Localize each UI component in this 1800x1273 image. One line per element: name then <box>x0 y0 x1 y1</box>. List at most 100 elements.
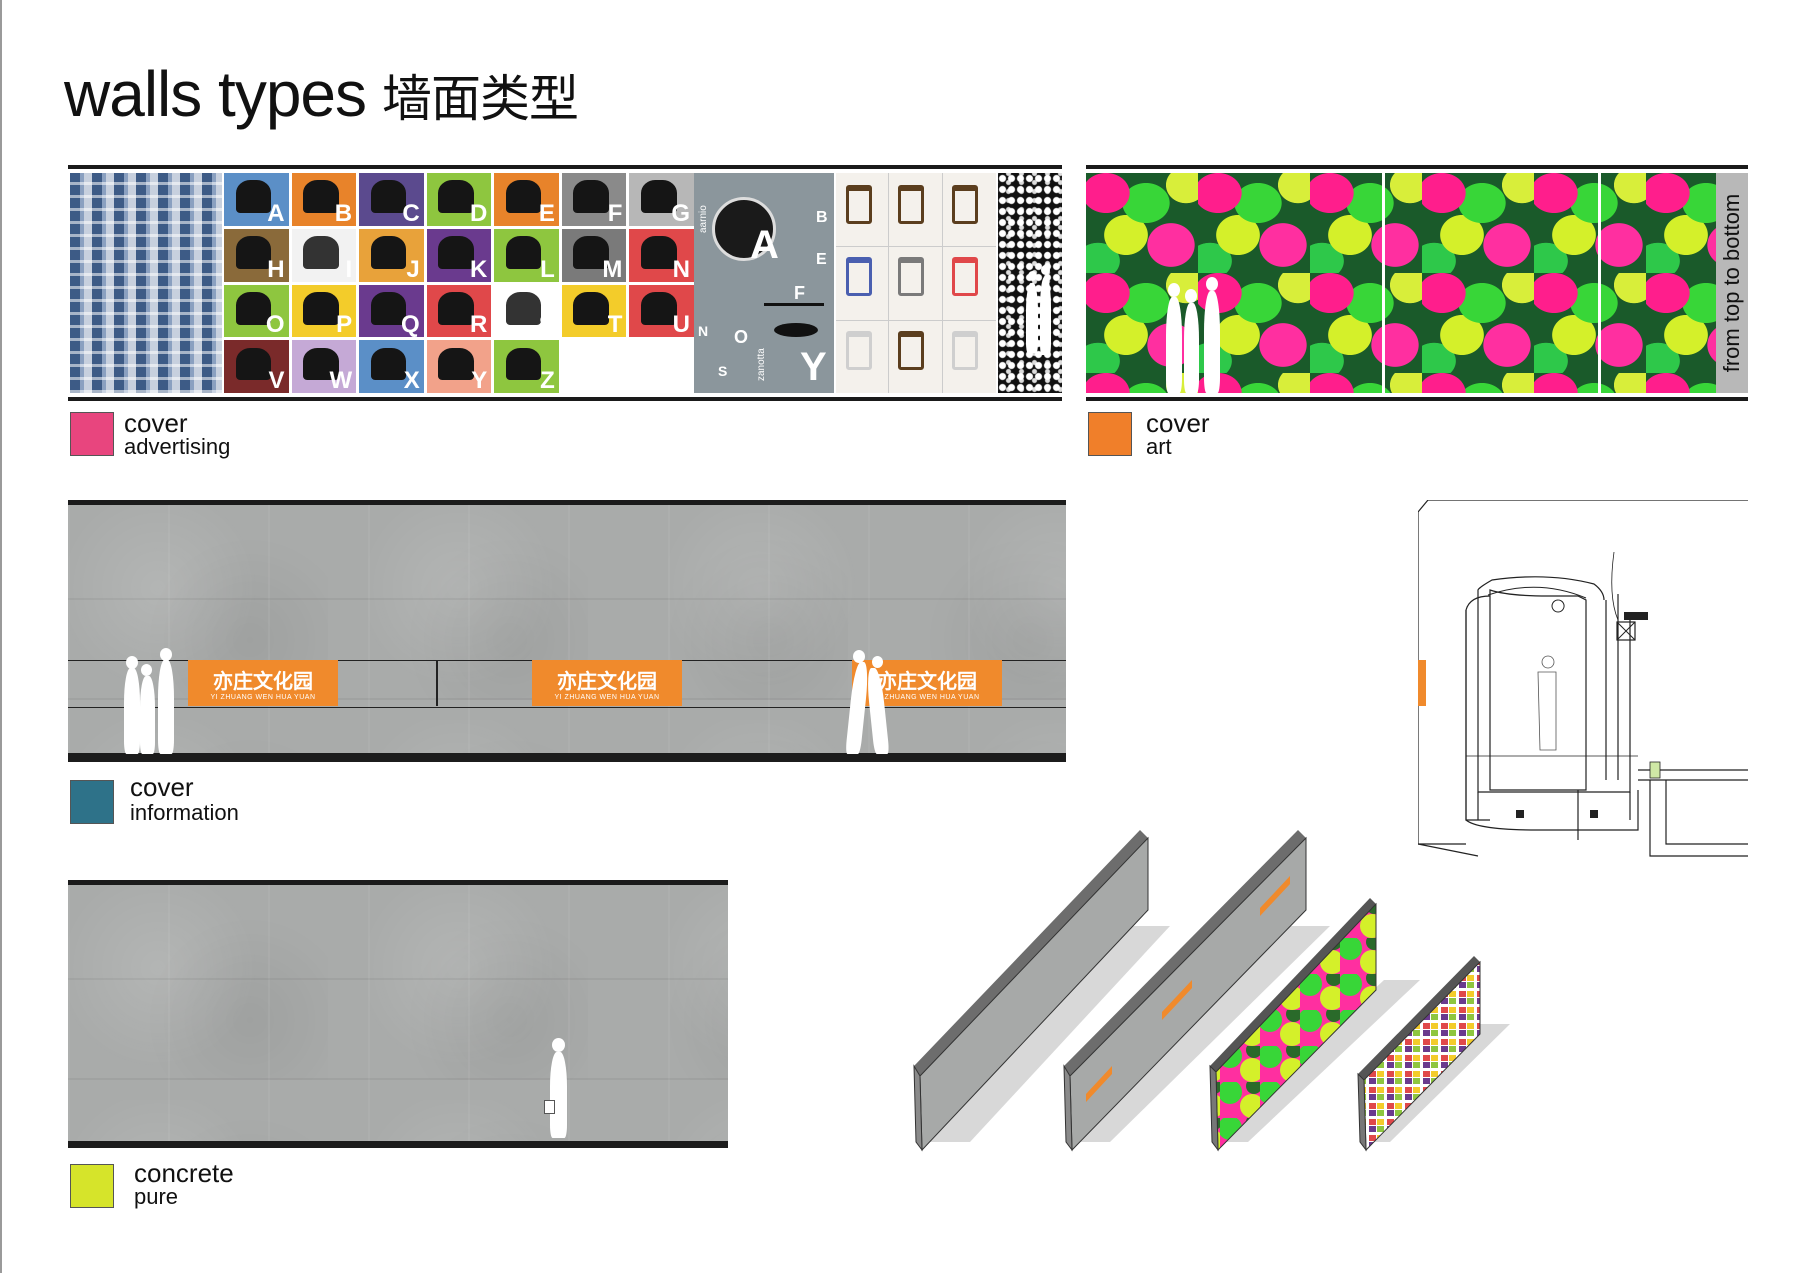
tile-letter: I <box>345 255 353 282</box>
person-silhouette <box>158 660 174 754</box>
legend-swatch-art <box>1088 412 1132 456</box>
tile-letter: H <box>267 255 285 282</box>
legend-main-advertising: cover <box>124 408 188 438</box>
sign-pinyin: YI ZHUANG WEN HUA YUAN <box>210 694 316 701</box>
panel-floor-edge <box>68 753 1066 762</box>
alphabet-tile: G <box>629 173 694 226</box>
legend-swatch-advertising <box>70 412 114 456</box>
catalog-chair <box>898 185 924 224</box>
tile-letter: K <box>469 255 488 282</box>
gray-letter-f: F <box>794 283 805 303</box>
chair-silhouette <box>573 180 609 214</box>
catalog-chair <box>952 331 978 370</box>
chair-silhouette <box>438 347 474 381</box>
alphabet-tile: B <box>291 173 357 226</box>
stool-graphic <box>774 323 818 337</box>
gray-word-zanotta: zanotta <box>756 348 767 381</box>
sign-pinyin: YI ZHUANG WEN HUA YUAN <box>554 694 660 701</box>
legend-swatch-information <box>70 780 114 824</box>
pure-concrete-wall-panel <box>68 880 728 1148</box>
catalog-chair <box>846 185 872 224</box>
person-silhouette <box>140 676 155 754</box>
wall-shadow <box>1068 926 1330 1142</box>
panel-divider <box>1598 173 1601 393</box>
gray-word-aarnio: aarnio <box>698 205 709 233</box>
tile-letter: Q <box>401 311 420 338</box>
chair-silhouette <box>505 180 542 214</box>
catalog-chair <box>846 331 872 370</box>
empty-tile <box>561 340 627 393</box>
tile-letter: V <box>268 367 285 393</box>
tile-letter: G <box>671 199 690 226</box>
chair-silhouette <box>235 291 272 325</box>
title-english: walls types <box>64 58 367 130</box>
legend-main-art: cover <box>1146 408 1210 438</box>
ball-chair-graphic <box>712 197 776 261</box>
chair-silhouette <box>438 236 474 269</box>
wall-section-drawing <box>1418 500 1748 857</box>
gray-poster-panel: A B E F N O S Y aarnio zanotta <box>694 173 834 393</box>
gray-letter-a: A <box>750 223 779 267</box>
legend-sub-pure: pure <box>134 1184 179 1209</box>
chair-silhouette <box>235 236 272 269</box>
alphabet-tile: M <box>561 228 627 282</box>
person-silhouette <box>1026 283 1038 353</box>
chair-silhouette <box>641 236 677 269</box>
band-joint <box>436 660 438 706</box>
tile-letter: E <box>538 199 555 226</box>
legend-main-pure: concrete <box>134 1158 234 1188</box>
alphabet-tile: O <box>224 284 289 338</box>
chair-silhouette <box>573 236 609 269</box>
tile-letter: Z <box>540 367 555 393</box>
chair-catalog-panel <box>836 173 996 393</box>
legend-sub-art: art <box>1146 434 1172 459</box>
tile-letter: L <box>540 255 555 282</box>
tile-letter: N <box>672 255 690 282</box>
tile-letter: P <box>336 311 353 338</box>
chair-silhouette <box>303 291 339 325</box>
alphabet-tile: C <box>359 173 424 226</box>
information-sign: 亦庄文化园 YI ZHUANG WEN HUA YUAN <box>188 660 338 706</box>
gray-letter-n: N <box>698 323 709 339</box>
tile-letter: T <box>607 311 623 338</box>
alphabet-tile: Y <box>426 340 492 393</box>
sign-chinese: 亦庄文化园 <box>557 669 657 693</box>
alphabet-tile: V <box>224 340 289 393</box>
gray-letter-e: E <box>816 251 827 268</box>
tile-letter: D <box>469 199 488 226</box>
person-silhouette <box>550 1052 567 1138</box>
alphabet-tile: L <box>494 228 559 282</box>
gray-letter-y: Y <box>800 345 827 389</box>
information-wall-panel: 亦庄文化园 YI ZHUANG WEN HUA YUAN 亦庄文化园 YI ZH… <box>68 500 1066 762</box>
vertical-label-text: from top to bottom <box>1719 193 1744 373</box>
black-white-crowd-poster <box>998 173 1062 393</box>
alphabet-tile: K <box>426 228 492 282</box>
chair-silhouette <box>573 291 609 325</box>
panel-divider <box>1382 173 1385 393</box>
legend-sub-advertising: advertising <box>124 434 231 459</box>
alphabet-tile: E <box>494 173 559 226</box>
chair-silhouette <box>505 291 542 325</box>
person-silhouette <box>1204 291 1220 393</box>
alphabet-tile: Z <box>494 340 559 393</box>
person-silhouette <box>1166 297 1182 393</box>
chair-silhouette <box>438 180 474 214</box>
alphabet-tile: J <box>359 228 424 282</box>
chair-silhouette <box>303 180 339 214</box>
chair-silhouette <box>303 236 339 269</box>
sign-in-section <box>1418 660 1426 706</box>
page-edge-rule <box>0 0 2 1273</box>
catalog-chair <box>952 185 978 224</box>
person-head <box>853 650 865 663</box>
alphabet-tile: T <box>561 284 627 338</box>
catalog-chair <box>846 257 872 296</box>
person-silhouette <box>1040 277 1051 355</box>
alphabet-tile: W <box>291 340 357 393</box>
tile-letter: S <box>538 311 555 338</box>
catalog-chair <box>898 331 924 370</box>
panel-floor-edge <box>68 1141 728 1148</box>
legend-sub-information: information <box>130 800 239 825</box>
sign-chinese: 亦庄文化园 <box>213 669 313 693</box>
